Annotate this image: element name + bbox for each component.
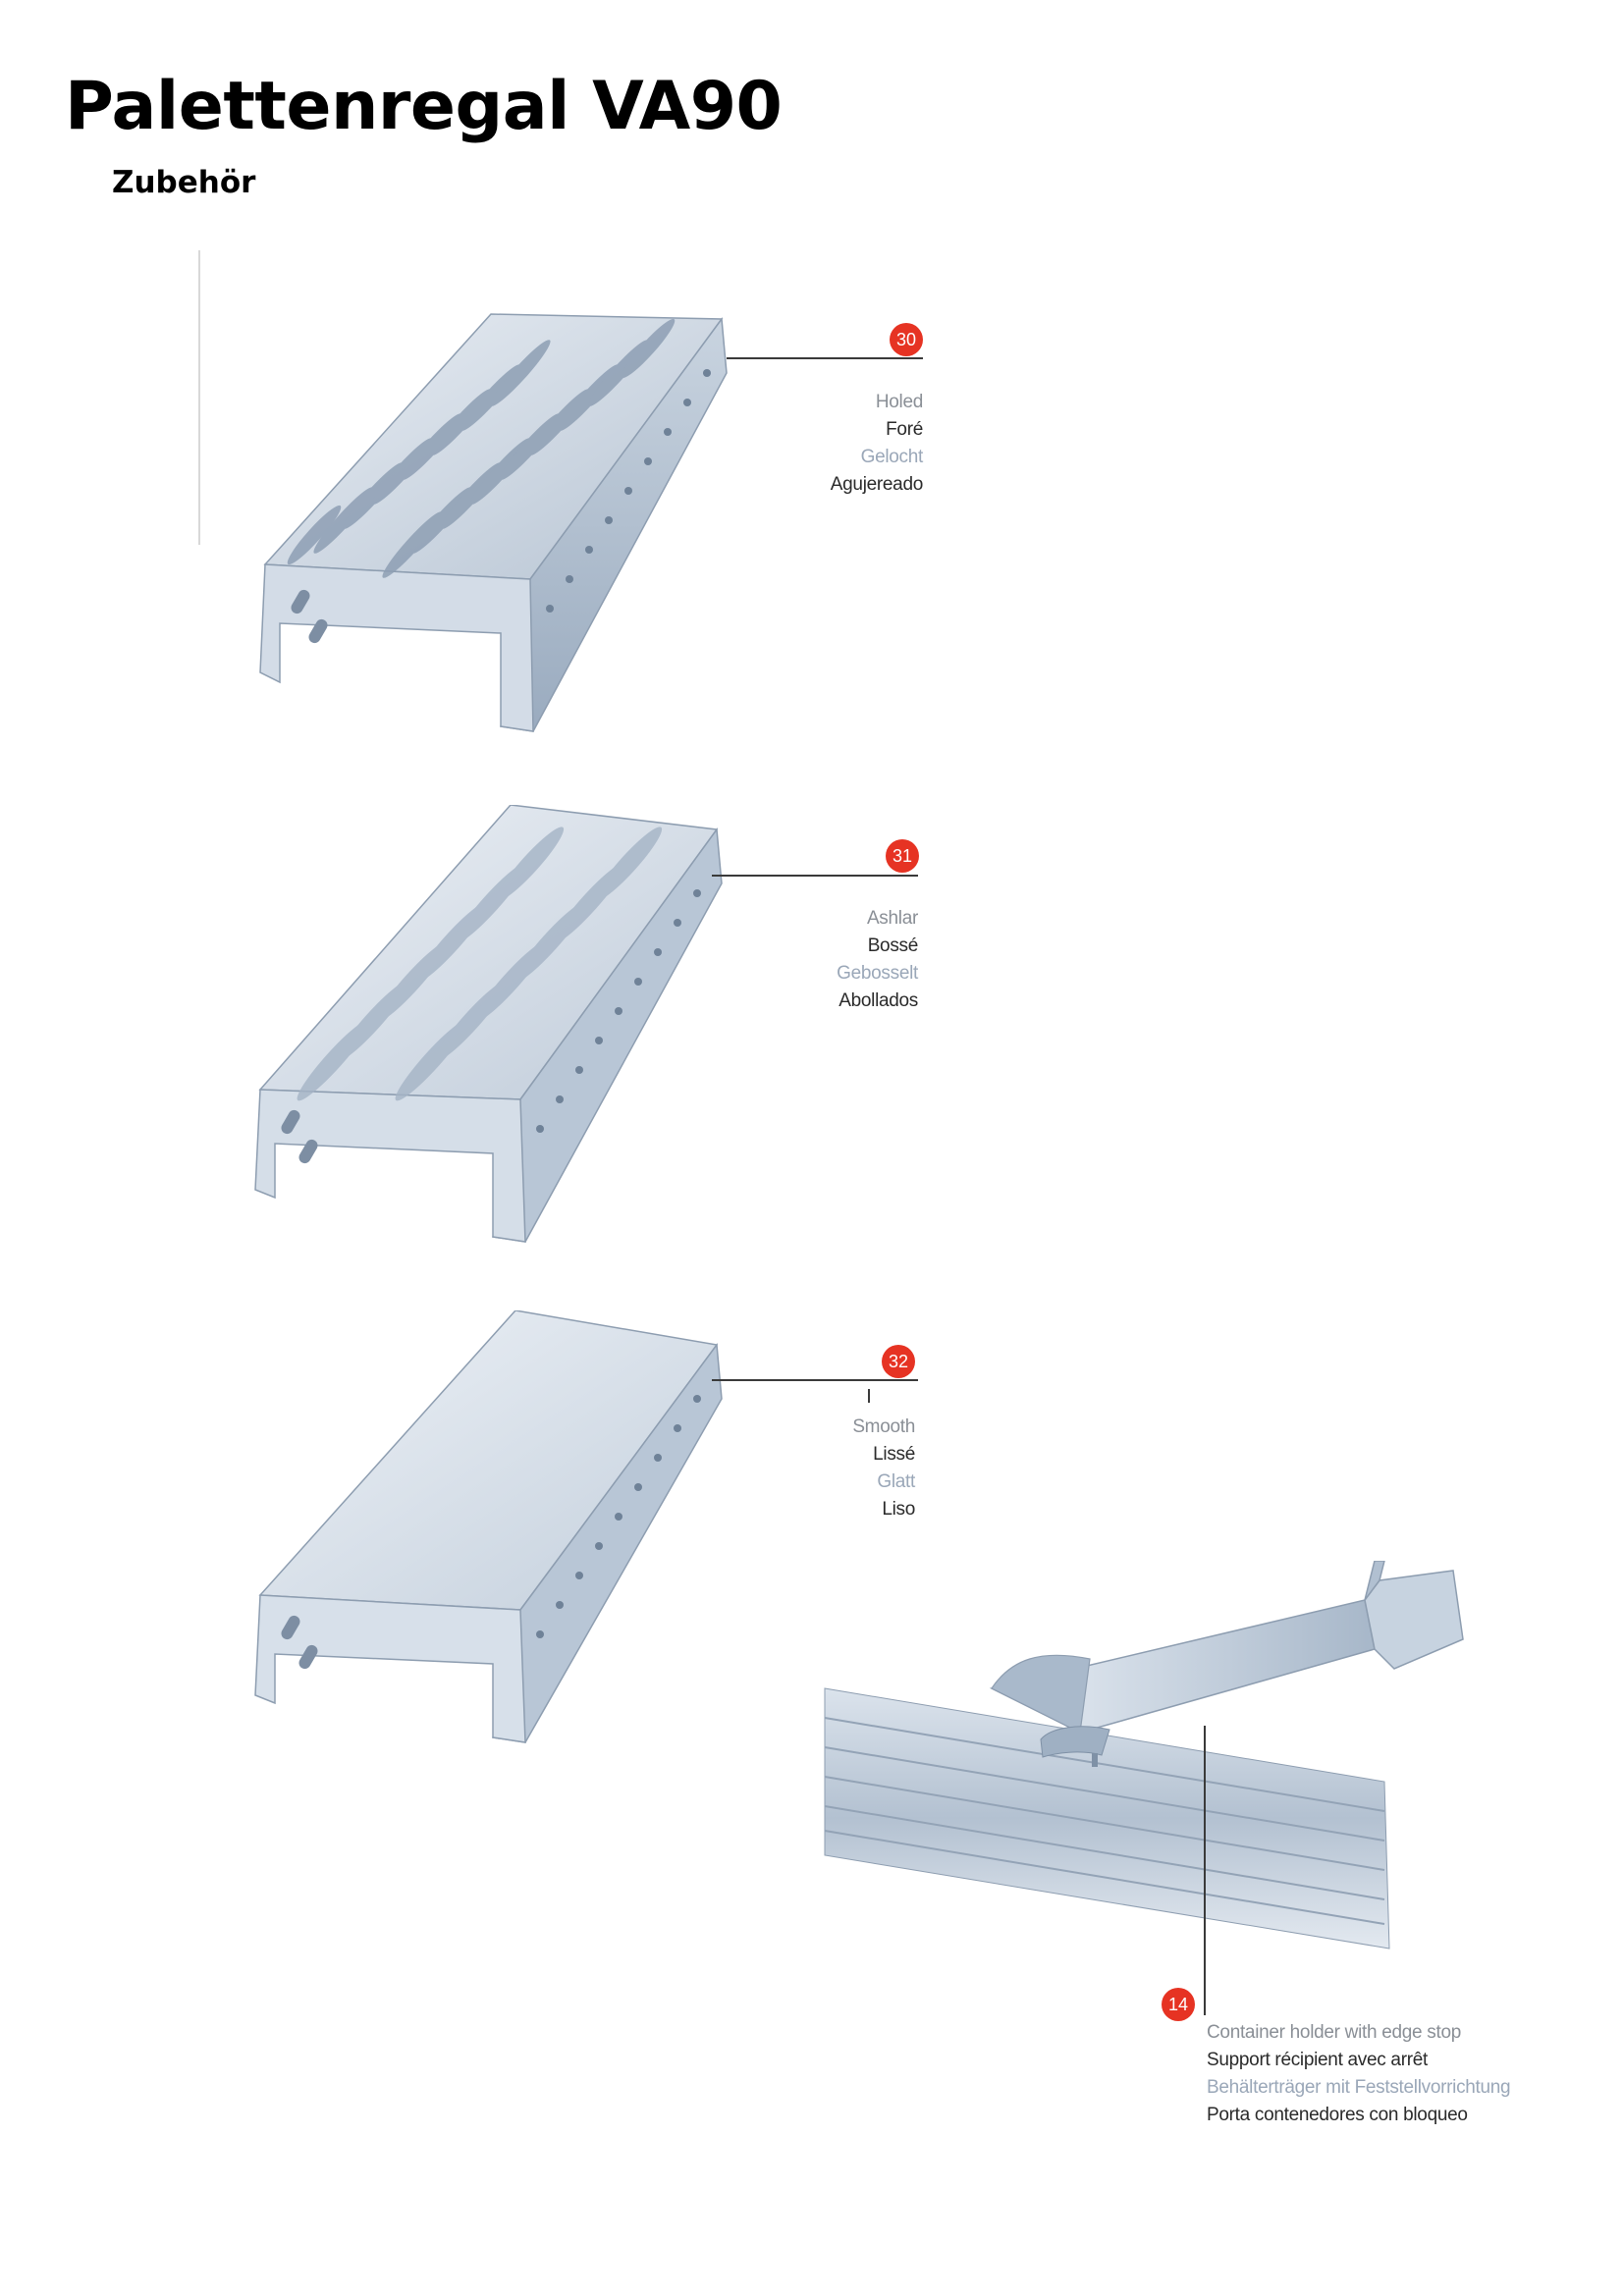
label-en: Holed xyxy=(875,392,923,412)
callout-line-31 xyxy=(712,875,918,877)
label-es: Abollados xyxy=(839,990,918,1011)
label-fr: Foré xyxy=(886,419,923,440)
label-de: Gelocht xyxy=(860,447,924,467)
label-fr: Lissé xyxy=(873,1444,915,1465)
callout-line-32 xyxy=(712,1379,918,1381)
product-32-labels: Smooth Lissé Glatt Liso xyxy=(756,1414,915,1523)
label-fr: Support récipient avec arrêt xyxy=(1207,2050,1428,2070)
callout-badge-32: 32 xyxy=(882,1345,915,1378)
label-es: Agujereado xyxy=(830,474,924,495)
label-en: Ashlar xyxy=(866,908,918,929)
page-subtitle: Zubehör xyxy=(112,165,256,200)
label-es: Porta contenedores con bloqueo xyxy=(1207,2105,1468,2125)
label-de: Gebosselt xyxy=(837,963,918,984)
callout-badge-30: 30 xyxy=(890,323,923,356)
callout-line-14 xyxy=(1204,1726,1206,2015)
callout-line-30 xyxy=(727,357,923,359)
callout-badge-14: 14 xyxy=(1162,1988,1195,2021)
label-fr: Bossé xyxy=(867,935,919,956)
label-de: Glatt xyxy=(877,1471,915,1492)
smooth-shelf-panel-image xyxy=(254,1310,723,1743)
label-en: Smooth xyxy=(852,1416,915,1437)
callout-tick-32 xyxy=(868,1389,870,1403)
label-es: Liso xyxy=(882,1499,915,1520)
label-de: Behälterträger mit Feststellvorrichtung xyxy=(1207,2077,1511,2098)
container-holder-on-beam-image xyxy=(824,1561,1464,1949)
embossed-shelf-panel-image xyxy=(254,805,723,1243)
page-title: Palettenregal VA90 xyxy=(65,68,783,145)
product-30-labels: Holed Foré Gelocht Agujereado xyxy=(766,389,924,499)
label-en: Container holder with edge stop xyxy=(1207,2022,1461,2043)
product-14-labels: Container holder with edge stop Support … xyxy=(1207,2019,1590,2129)
callout-badge-31: 31 xyxy=(886,839,919,873)
scan-edge-line xyxy=(198,250,200,545)
product-31-labels: Ashlar Bossé Gebosselt Abollados xyxy=(761,905,918,1015)
perforated-shelf-panel-image xyxy=(259,313,728,732)
